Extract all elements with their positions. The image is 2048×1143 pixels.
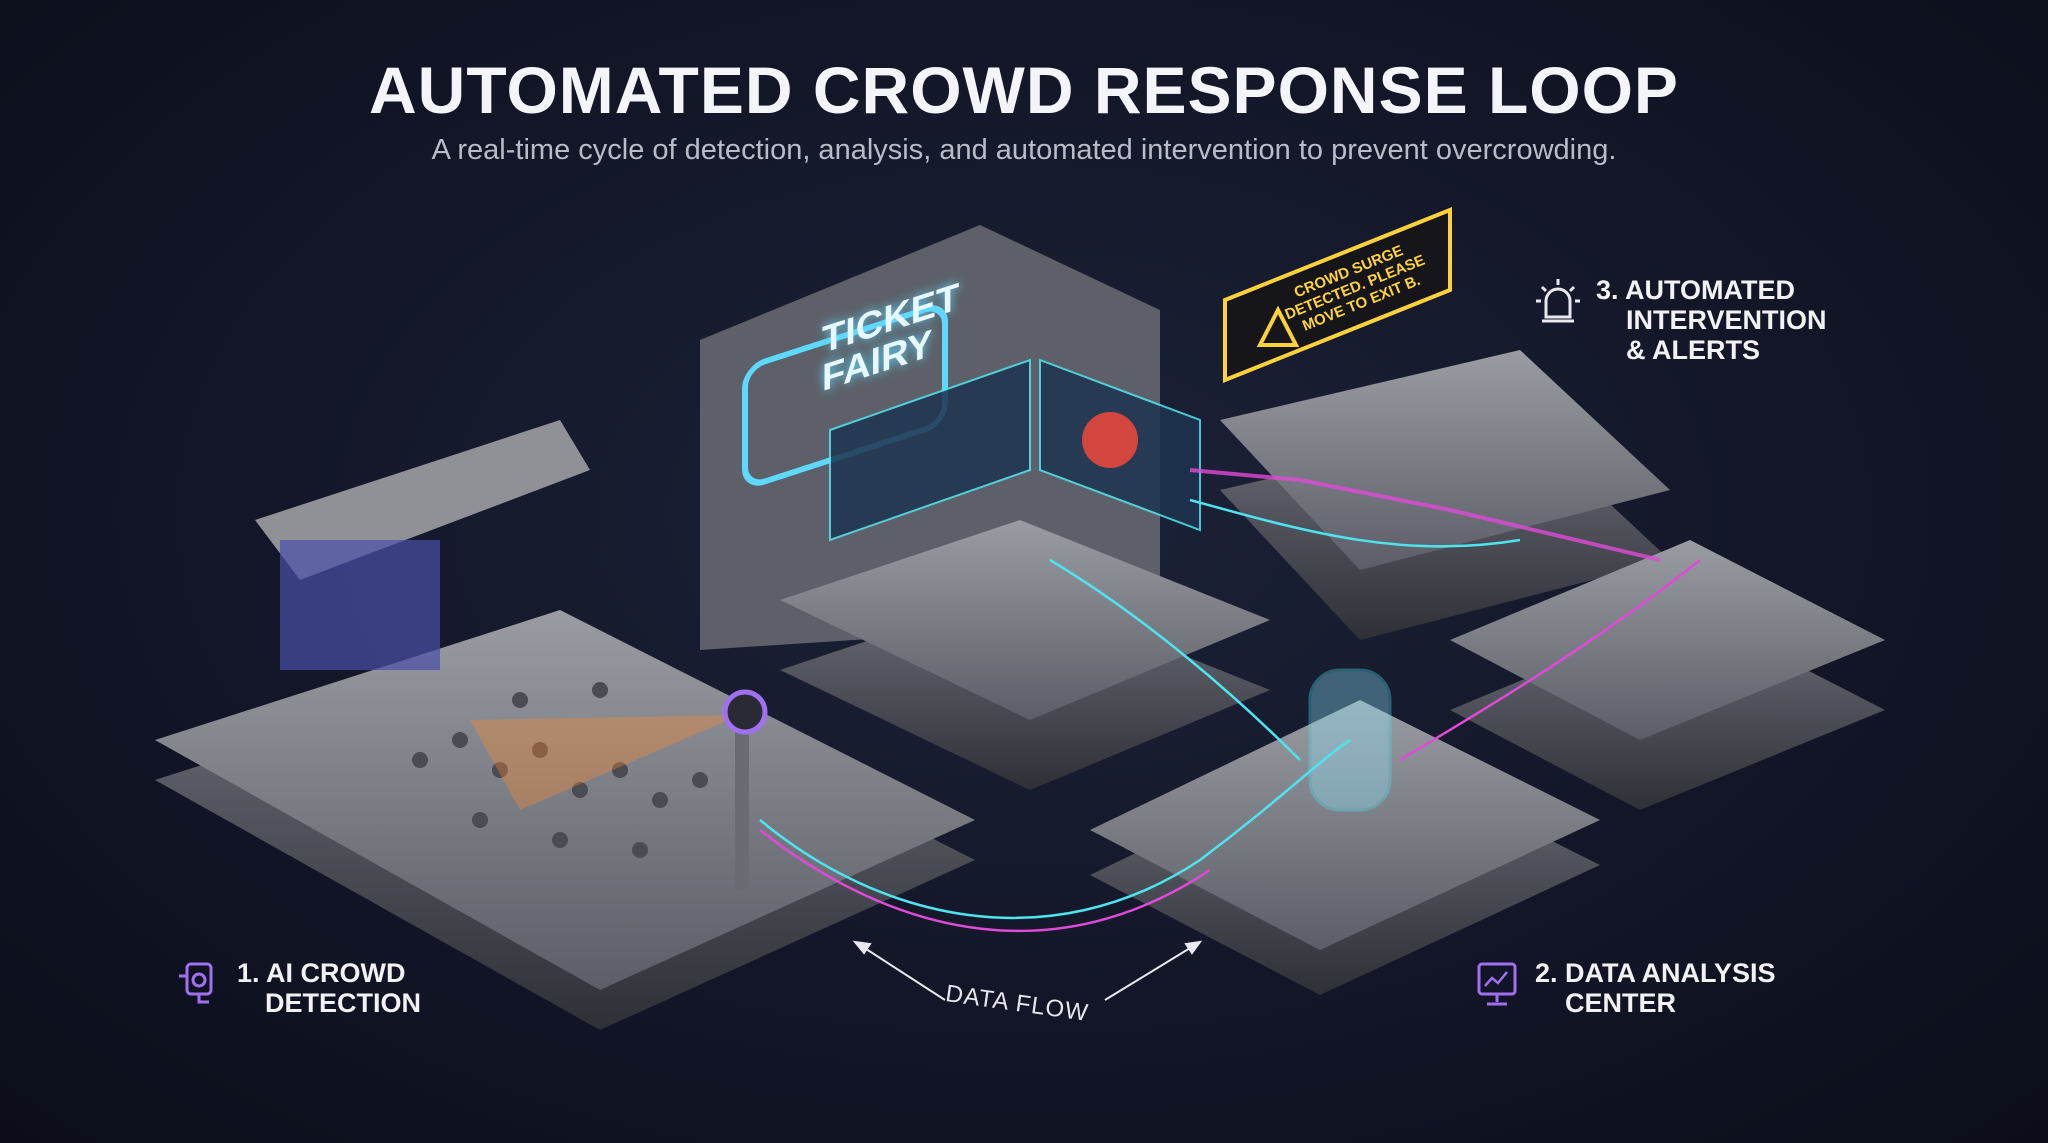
step-title-line2: DETECTION (265, 988, 422, 1018)
monitor-chart-icon (1477, 962, 1517, 1006)
dashboard-screen (829, 358, 1031, 542)
camera-scan-cone (470, 715, 740, 810)
siren-icon (1536, 279, 1580, 323)
camera-pole (735, 710, 749, 890)
step-title-line2: INTERVENTION (1626, 305, 1827, 335)
step-title-line1: DATA ANALYSIS (1565, 958, 1776, 988)
page-title: AUTOMATED CROWD RESPONSE LOOP (369, 53, 1679, 127)
warning-icon (1256, 305, 1300, 347)
stage-screen (280, 540, 440, 670)
step-title-line2: CENTER (1565, 988, 1677, 1018)
step-title-line1: AI CROWD (266, 958, 406, 988)
step-1-label: 1. AI CROWD DETECTION (179, 958, 422, 1018)
data-flow-streams (759, 498, 1701, 933)
step-3-label: 3. AUTOMATED INTERVENTION & ALERTS (1536, 275, 1827, 365)
alert-sign (1223, 207, 1452, 383)
crowd (412, 682, 708, 858)
page-subtitle: A real-time cycle of detection, analysis… (431, 134, 1617, 166)
security-camera-icon (179, 962, 213, 1004)
data-flow-arrows (852, 940, 1203, 1001)
control-center (700, 225, 1270, 790)
step-number: 1. (237, 958, 260, 988)
step-title-line3: & ALERTS (1626, 335, 1760, 365)
step-title-line1: AUTOMATED (1625, 275, 1796, 305)
detection-platform (155, 420, 975, 1030)
step-2-label: 2. DATA ANALYSIS CENTER (1477, 958, 1776, 1018)
ai-camera (722, 689, 768, 735)
intervention-platform (1189, 207, 1885, 810)
step-number: 2. (1535, 958, 1558, 988)
step-number: 3. (1596, 275, 1619, 305)
